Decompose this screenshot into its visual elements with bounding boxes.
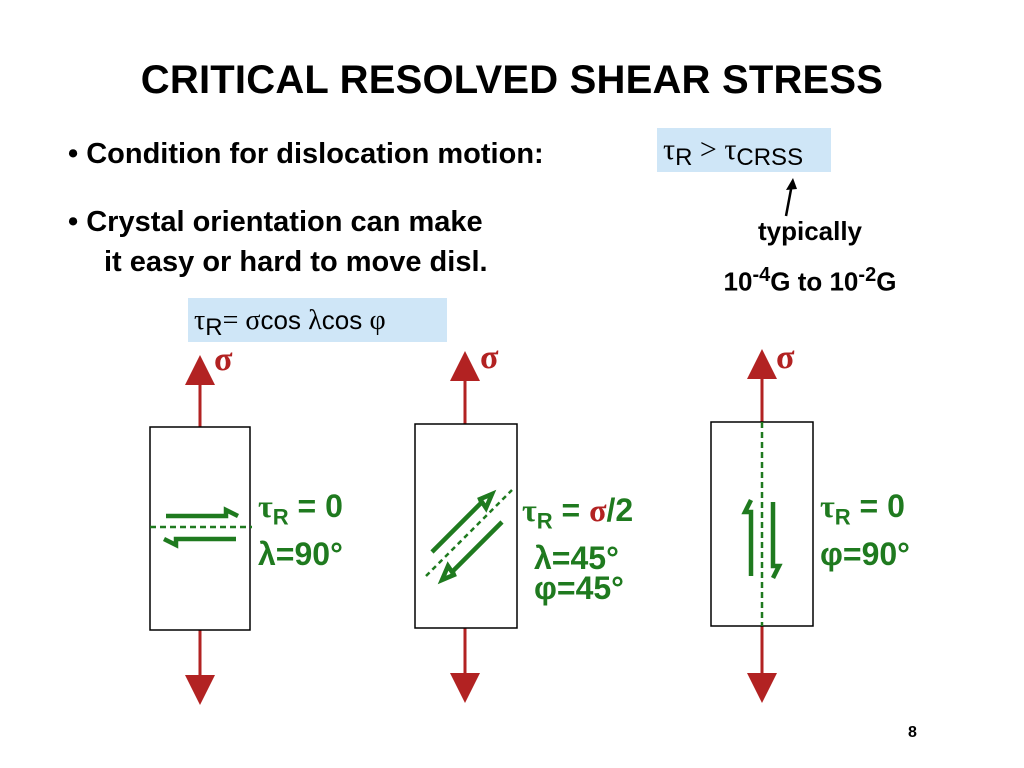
sigma-in-value: σ bbox=[589, 492, 607, 528]
tau-symbol-2: τ bbox=[724, 133, 737, 166]
resolved-shear-formula: τR= σcos λcos φ bbox=[188, 298, 447, 342]
panel2-tau-label: τR = σ/2 bbox=[522, 492, 633, 534]
tau-symbol: τ bbox=[522, 492, 537, 528]
range-base1: 10 bbox=[723, 266, 753, 297]
bullet-orientation: • Crystal orientation can make it easy o… bbox=[68, 202, 488, 282]
panel-45-slip: σ bbox=[414, 340, 518, 703]
crystal-box bbox=[414, 423, 518, 629]
slide-title: CRITICAL RESOLVED SHEAR STRESS bbox=[140, 58, 884, 102]
range-exp1: -4 bbox=[752, 264, 771, 286]
tau-symbol: τ bbox=[194, 305, 206, 336]
cos-2: cos bbox=[321, 305, 370, 335]
shear-arrow-up bbox=[741, 498, 754, 576]
shear-arrow-up bbox=[430, 489, 497, 554]
shear-arrow-right bbox=[166, 506, 240, 519]
panel2-lambda-label: λ=45° bbox=[534, 540, 619, 576]
shear-arrow-left bbox=[162, 536, 236, 549]
panel-vertical-slip: σ bbox=[710, 340, 814, 703]
subscript-r: R bbox=[834, 504, 851, 530]
lambda-angle: λ=90° bbox=[258, 536, 343, 572]
panel-horizontal-slip: σ bbox=[149, 341, 252, 705]
subscript-r: R bbox=[536, 508, 553, 534]
shear-arrow-down bbox=[770, 502, 783, 580]
range-end: G bbox=[876, 266, 897, 297]
tau-value-tail: /2 bbox=[606, 492, 634, 528]
equals-sigma: = σ bbox=[222, 305, 261, 336]
sigma-label: σ bbox=[214, 341, 233, 378]
tau-symbol: τ bbox=[820, 488, 835, 524]
panel2-phi-label: φ=45° bbox=[534, 570, 624, 606]
lambda-symbol: λ bbox=[308, 305, 322, 336]
bullet-orientation-line1: • Crystal orientation can make bbox=[68, 206, 483, 238]
bullet-orientation-line2: it easy or hard to move disl. bbox=[104, 246, 488, 278]
crystal-diagrams: σ σ σ bbox=[149, 340, 814, 705]
subscript-r: R bbox=[675, 144, 693, 171]
slip-plane bbox=[425, 489, 513, 577]
crystal-box bbox=[149, 426, 251, 631]
panel1-tau-label: τR = 0 bbox=[258, 488, 343, 530]
condition-formula: τR > τCRSS bbox=[657, 128, 831, 172]
range-mid: G to 10 bbox=[770, 266, 859, 297]
sigma-label: σ bbox=[776, 340, 795, 376]
sigma-label: σ bbox=[480, 340, 499, 376]
greater-than: > bbox=[692, 133, 725, 166]
bullet-condition: • Condition for dislocation motion: bbox=[68, 138, 544, 170]
shear-arrow-down bbox=[437, 520, 504, 585]
tau-value: = 0 bbox=[850, 488, 905, 524]
subscript-crss: CRSS bbox=[736, 144, 804, 171]
tau-value: = bbox=[552, 492, 590, 528]
range-exp2: -2 bbox=[858, 264, 877, 286]
panel3-angle-label: φ=90° bbox=[820, 536, 910, 572]
pointer-arrow-icon bbox=[784, 178, 797, 217]
subscript-r: R bbox=[205, 314, 223, 341]
panel3-tau-label: τR = 0 bbox=[820, 488, 905, 530]
phi-symbol: φ bbox=[369, 305, 386, 336]
panel1-angle-label: λ=90° bbox=[258, 536, 343, 573]
cos-1: cos bbox=[260, 305, 309, 335]
tau-symbol: τ bbox=[663, 133, 676, 166]
subscript-r: R bbox=[272, 504, 289, 530]
tau-symbol: τ bbox=[258, 488, 273, 524]
tau-value: = 0 bbox=[288, 488, 343, 524]
typically-label: typically bbox=[757, 216, 863, 246]
page-number: 8 bbox=[908, 724, 917, 741]
crss-range: 10-4G to 10-2G bbox=[680, 264, 940, 298]
